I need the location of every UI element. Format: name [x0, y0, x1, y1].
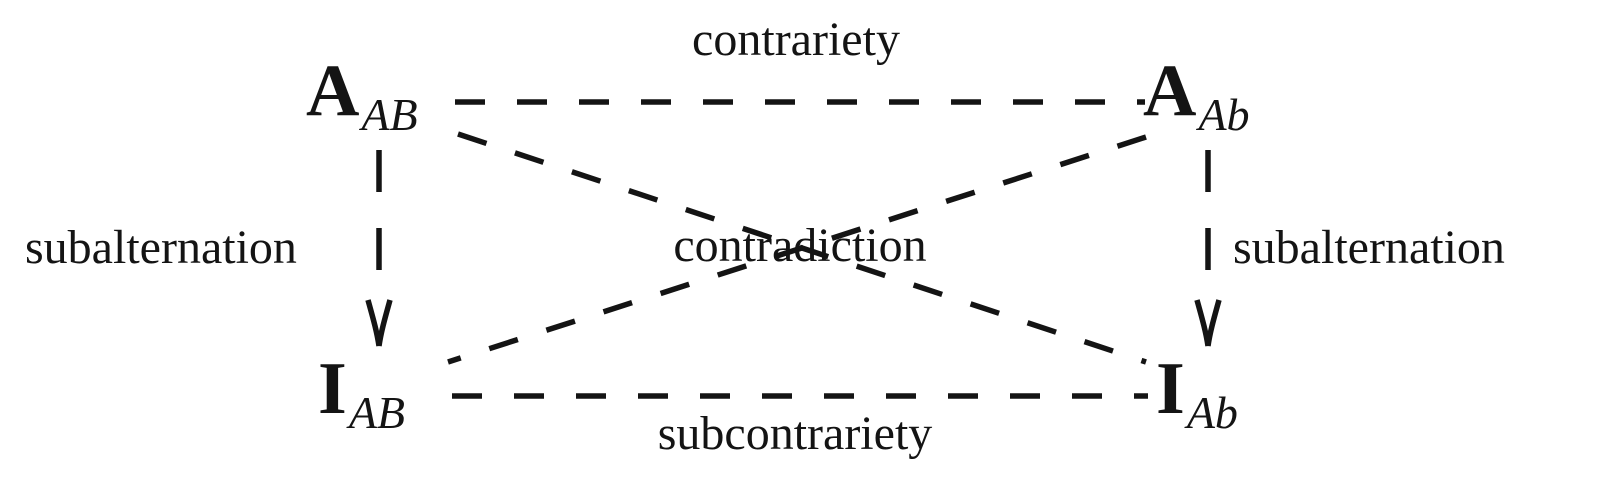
contradiction-line-b [447, 134, 1147, 365]
subalternation-label-left: subalternation [25, 221, 297, 274]
contradiction-label: contradiction [673, 219, 927, 272]
node-i-ab-lower: IAb [1156, 352, 1238, 436]
down-arrowhead-right-icon [1194, 299, 1222, 347]
node-main-letter: A [306, 50, 360, 132]
subcontrariety-label: subcontrariety [657, 407, 933, 460]
down-arrowhead-left-icon [365, 299, 393, 347]
node-subscript: Ab [1186, 387, 1238, 438]
subalternation-label-right: subalternation [1233, 221, 1505, 274]
node-main-letter: I [318, 348, 347, 430]
node-main-letter: I [1156, 348, 1185, 430]
contrariety-label: contrariety [692, 13, 900, 66]
node-a-ab-lower: AAb [1143, 54, 1250, 138]
node-main-letter: A [1143, 50, 1197, 132]
node-subscript: AB [361, 89, 418, 140]
node-subscript: Ab [1198, 89, 1250, 140]
node-i-ab: IAB [318, 352, 405, 436]
node-subscript: AB [348, 387, 406, 438]
node-a-ab: AAB [306, 54, 418, 138]
